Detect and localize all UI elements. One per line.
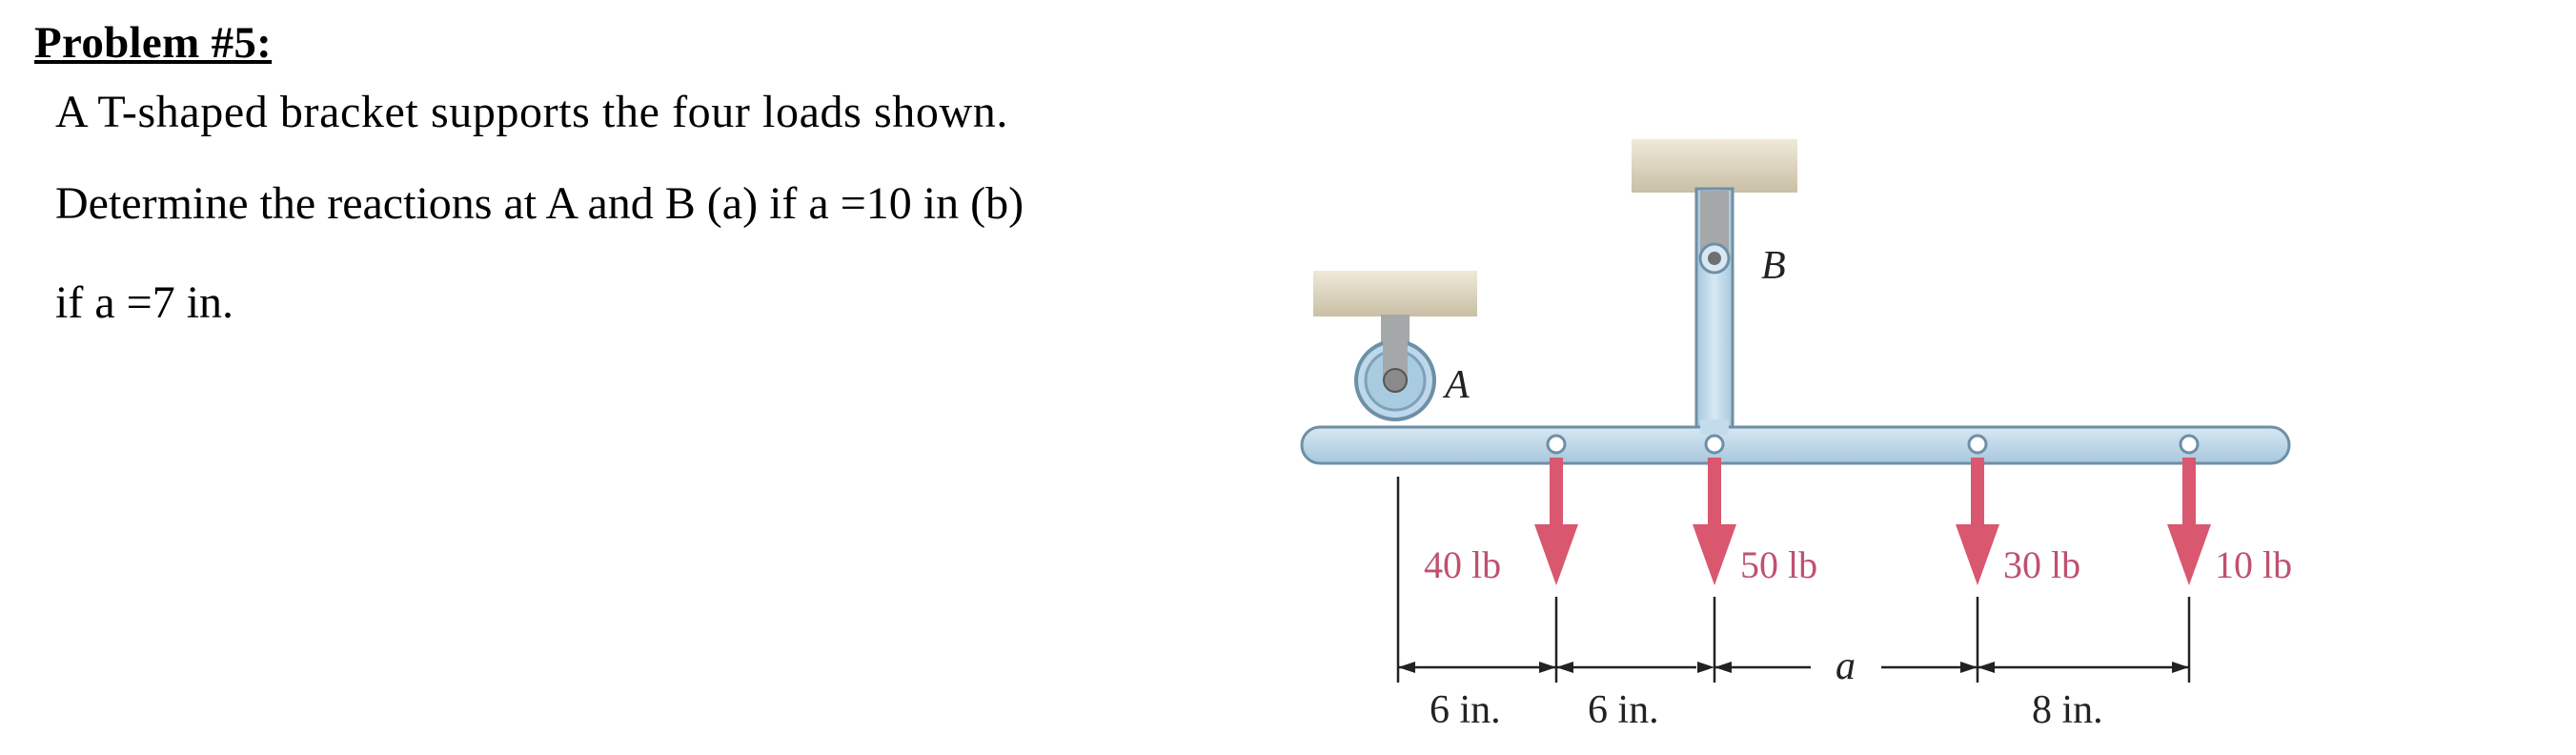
load-point-3 [1967, 434, 1988, 455]
problem-title: Problem #5: [34, 18, 273, 68]
load-label-50: 50 lb [1740, 543, 1817, 586]
support-wall-a [1313, 271, 1477, 316]
pin-support-b [1698, 191, 1731, 275]
load-label-30: 30 lb [2003, 543, 2080, 586]
roller-support-a [1354, 315, 1436, 421]
dim-label-6in-2: 6 in. [1588, 688, 1659, 732]
dim-label-a: a [1836, 644, 1856, 688]
problem-text-line-3: if a =7 in. [55, 277, 234, 328]
support-wall-b [1632, 139, 1797, 193]
load-label-40: 40 lb [1424, 543, 1501, 586]
label-b: B [1761, 244, 1786, 288]
problem-text-line-1: A T-shaped bracket supports the four loa… [55, 87, 1008, 137]
load-point-4 [2179, 434, 2200, 455]
load-arrow-50 [1693, 458, 1736, 585]
load-arrow-30 [1956, 458, 1999, 585]
dim-label-8in: 8 in. [2032, 688, 2103, 732]
problem-text-line-2: Determine the reactions at A and B (a) i… [55, 178, 1024, 229]
load-arrow-40 [1534, 458, 1578, 585]
load-point-1 [1546, 434, 1567, 455]
load-label-10: 10 lb [2215, 543, 2292, 586]
label-a: A [1442, 363, 1470, 407]
bracket-bar [1300, 425, 2291, 465]
load-point-2 [1704, 434, 1725, 455]
load-arrow-10 [2167, 458, 2211, 585]
dim-label-6in-1: 6 in. [1430, 688, 1501, 732]
